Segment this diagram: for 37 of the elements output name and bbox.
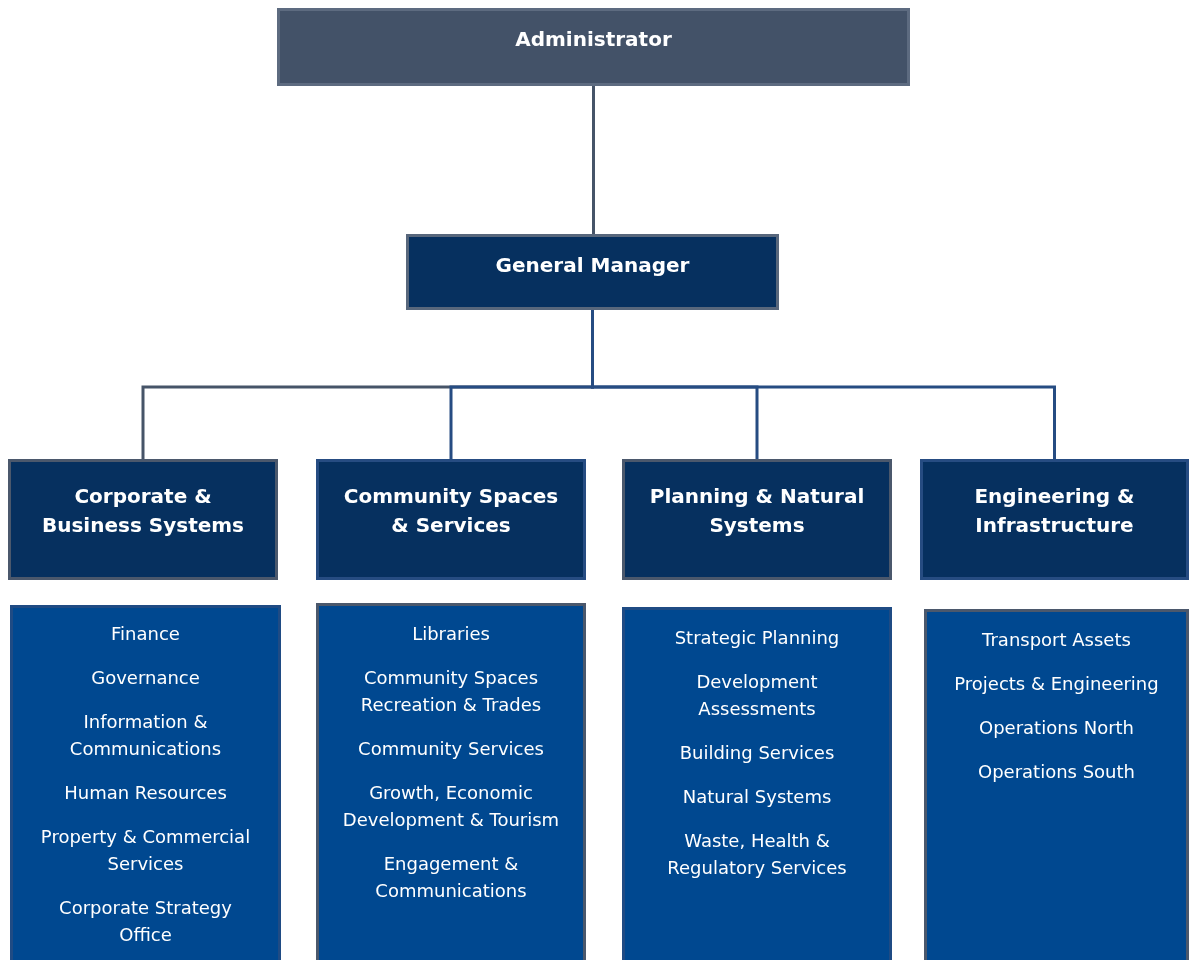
connector-line	[592, 86, 595, 234]
unit-name: Operations North	[978, 716, 1135, 740]
unit-name: Finance	[110, 622, 181, 646]
position-title: Corporate & Business Systems	[41, 483, 245, 539]
unit-name: Corporate Strategy Office	[58, 896, 233, 947]
position-title: Community Spaces & Services	[342, 483, 560, 539]
unit-name: Operations South	[977, 760, 1136, 784]
unit-list-box	[622, 607, 892, 960]
position-box	[622, 459, 892, 580]
unit-name: Natural Systems	[681, 785, 833, 809]
unit-name: Building Services	[678, 741, 836, 765]
unit-name: Libraries	[411, 622, 491, 646]
unit-name: Engagement & Communications	[374, 852, 528, 903]
position-box	[277, 8, 910, 86]
position-title: Engineering & Infrastructure	[973, 483, 1136, 539]
unit-list-box	[316, 603, 586, 960]
unit-name: Information & Communications	[68, 710, 223, 761]
unit-name: Human Resources	[63, 781, 228, 805]
unit-name: Governance	[90, 666, 201, 690]
position-title: General Manager	[495, 252, 690, 279]
unit-name: Development Assessments	[695, 670, 819, 721]
unit-name: Property & Commercial Services	[39, 825, 252, 876]
unit-name: Community Spaces Recreation & Trades	[359, 666, 543, 717]
unit-name: Growth, Economic Development & Tourism	[341, 781, 561, 832]
position-box	[8, 459, 278, 580]
unit-name: Community Services	[357, 737, 545, 761]
position-title: Planning & Natural Systems	[648, 483, 866, 539]
position-box	[920, 459, 1189, 580]
unit-name: Transport Assets	[981, 628, 1132, 652]
unit-list-box	[924, 609, 1189, 960]
unit-name: Strategic Planning	[673, 626, 841, 650]
unit-list-box	[10, 605, 281, 960]
position-box	[316, 459, 586, 580]
position-title: Administrator	[515, 26, 672, 53]
position-box	[406, 234, 779, 310]
unit-name: Waste, Health & Regulatory Services	[666, 829, 848, 880]
unit-name: Projects & Engineering	[953, 672, 1160, 696]
